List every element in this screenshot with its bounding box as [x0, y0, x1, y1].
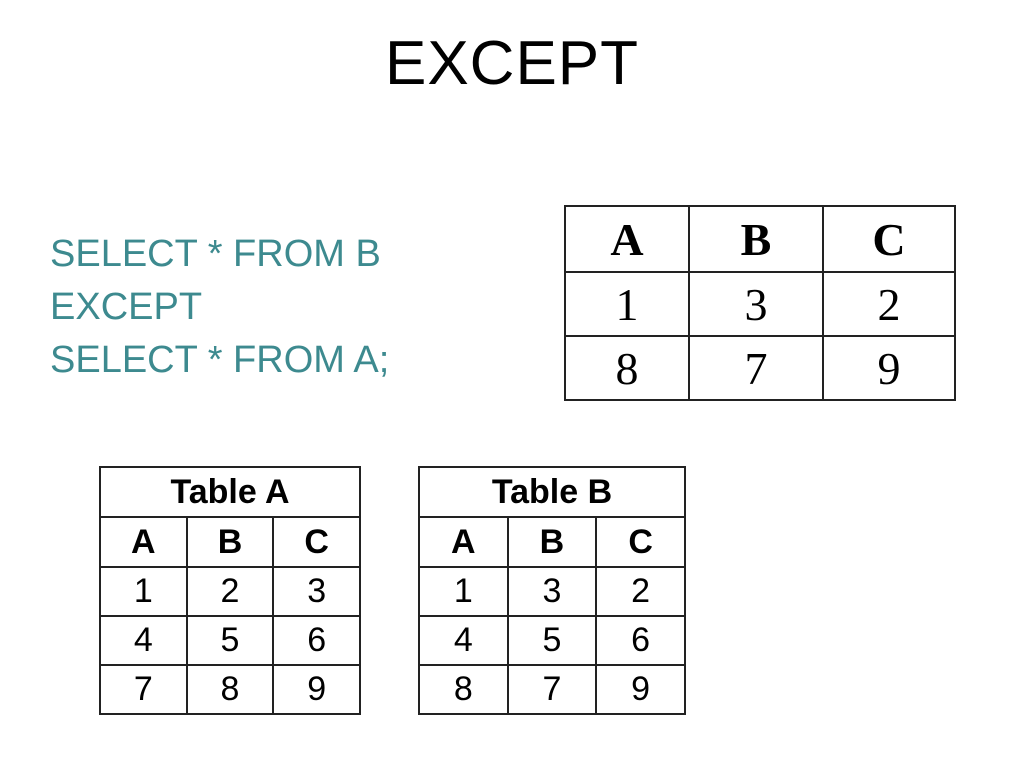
table-row: 1 3 2 [418, 566, 686, 617]
column-header: A [564, 205, 690, 273]
table-row: 4 5 6 [99, 615, 361, 666]
table-cell: 3 [688, 271, 824, 337]
table-a: Table A A B C 1 2 3 4 5 6 7 8 9 [99, 466, 361, 715]
table-cell: 4 [99, 615, 188, 666]
table-cell: 3 [272, 566, 361, 617]
table-header-row: A B C [418, 516, 686, 568]
table-caption-row: Table B [418, 466, 686, 518]
table-cell: 2 [595, 566, 686, 617]
table-cell: 8 [564, 335, 690, 401]
table-row: 8 7 9 [564, 335, 956, 401]
table-row: 7 8 9 [99, 664, 361, 715]
sql-line: EXCEPT [50, 286, 203, 328]
table-caption: Table A [99, 466, 361, 518]
table-row: 4 5 6 [418, 615, 686, 666]
table-cell: 7 [99, 664, 188, 715]
table-row: 8 7 9 [418, 664, 686, 715]
table-header-row: A B C [564, 205, 956, 273]
column-header: C [822, 205, 956, 273]
table-caption-row: Table A [99, 466, 361, 518]
table-cell: 8 [185, 664, 275, 715]
table-cell: 1 [99, 566, 188, 617]
result-table: A B C 1 3 2 8 7 9 [564, 205, 956, 401]
table-cell: 9 [822, 335, 956, 401]
sql-query: SELECT * FROM B EXCEPT SELECT * FROM A; [50, 228, 389, 387]
table-cell: 7 [506, 664, 598, 715]
table-b: Table B A B C 1 3 2 4 5 6 8 7 9 [418, 466, 686, 715]
column-header: B [506, 516, 598, 568]
table-cell: 6 [595, 615, 686, 666]
table-row: 1 3 2 [564, 271, 956, 337]
column-header: A [99, 516, 188, 568]
table-row: 1 2 3 [99, 566, 361, 617]
column-header: C [595, 516, 686, 568]
table-cell: 7 [688, 335, 824, 401]
table-header-row: A B C [99, 516, 361, 568]
table-cell: 8 [418, 664, 509, 715]
table-cell: 5 [185, 615, 275, 666]
table-caption: Table B [418, 466, 686, 518]
table-cell: 1 [418, 566, 509, 617]
table-cell: 3 [506, 566, 598, 617]
table-cell: 9 [595, 664, 686, 715]
table-cell: 5 [506, 615, 598, 666]
table-cell: 9 [272, 664, 361, 715]
column-header: B [185, 516, 275, 568]
slide-title: EXCEPT [384, 29, 640, 98]
table-cell: 6 [272, 615, 361, 666]
table-cell: 4 [418, 615, 509, 666]
table-cell: 1 [564, 271, 690, 337]
sql-line: SELECT * FROM B [50, 233, 381, 275]
column-header: A [418, 516, 509, 568]
table-cell: 2 [822, 271, 956, 337]
table-cell: 2 [185, 566, 275, 617]
column-header: C [272, 516, 361, 568]
column-header: B [688, 205, 824, 273]
sql-line: SELECT * FROM A; [50, 339, 390, 381]
